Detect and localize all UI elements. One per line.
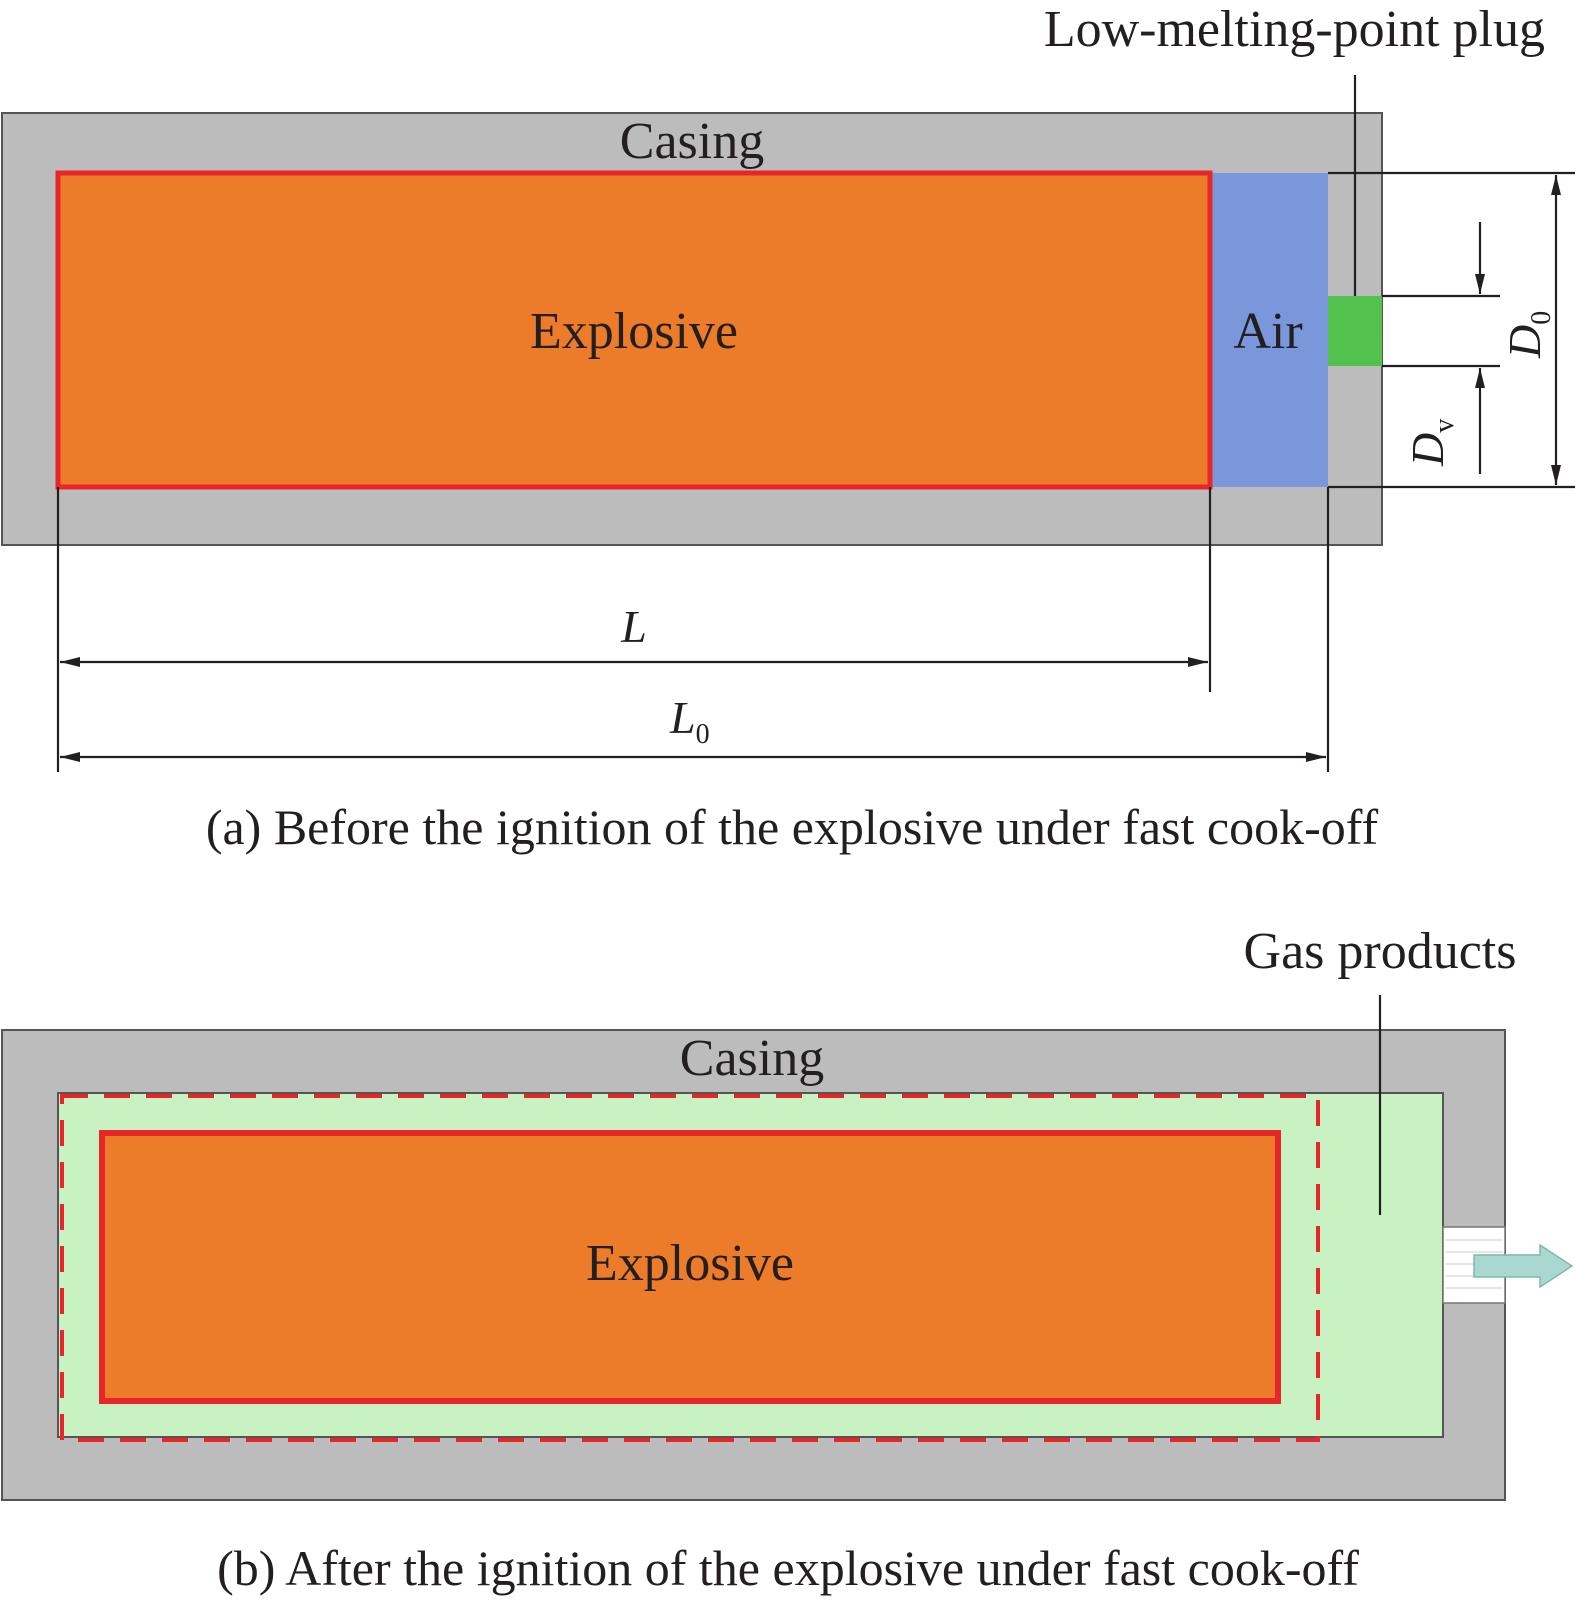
l0-label: L0 — [669, 692, 710, 750]
original-boundary — [60, 1094, 1320, 1442]
d0-label: D0 — [1499, 311, 1557, 359]
casing-label-b: Casing — [680, 1030, 824, 1087]
l-label: L — [620, 601, 647, 652]
air-region — [1210, 173, 1328, 487]
casing-label-a: Casing — [620, 113, 764, 170]
caption-a: (a) Before the ignition of the explosive… — [206, 799, 1379, 855]
explosive-label-a: Explosive — [530, 303, 738, 360]
explosive-label-b: Explosive — [586, 1235, 794, 1292]
plug — [1328, 296, 1382, 366]
gas-label: Gas products — [1244, 923, 1517, 980]
vent-arrow — [1473, 1243, 1574, 1289]
caption-b: (b) After the ignition of the explosive … — [217, 1540, 1359, 1596]
panel-a: Casing Explosive Air Low-melting-point p… — [1, 1, 1575, 855]
plug-label: Low-melting-point plug — [1044, 1, 1545, 58]
dv-label: Dv — [1402, 419, 1460, 467]
explosive-a — [55, 170, 1213, 490]
panel-b: Casing Explosive Gas products (b) After … — [1, 923, 1574, 1596]
explosive-b — [99, 1130, 1281, 1404]
air-label: Air — [1233, 303, 1302, 360]
